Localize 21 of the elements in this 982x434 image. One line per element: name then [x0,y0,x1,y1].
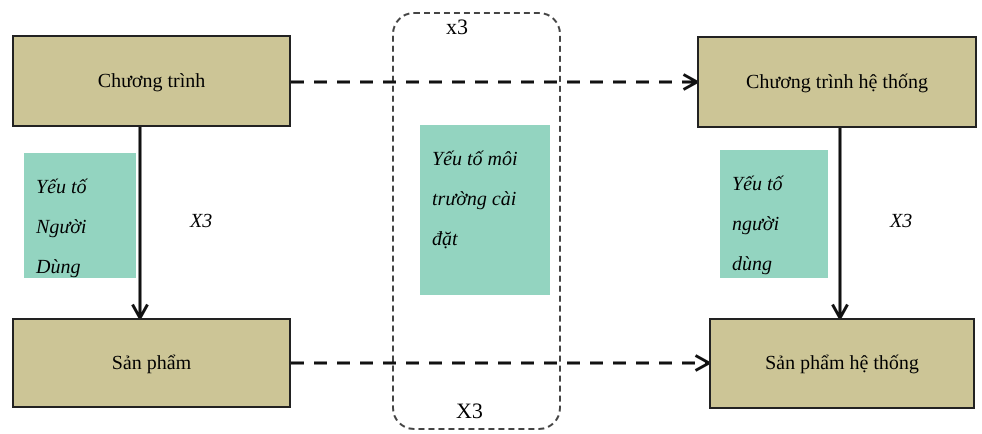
node-label: Sản phẩm [112,352,192,374]
arrow [831,128,849,320]
note-box [420,125,550,295]
node-label: Chương trình hệ thống [746,70,928,94]
arrow [131,127,149,320]
node-label: Chương trình [98,70,206,92]
node-label: Yếu tố Người Dùng [36,176,87,278]
process-box [709,318,975,409]
process-box [12,35,291,127]
arrow [291,354,710,372]
frame-label: X3 [456,398,483,424]
note-box [720,150,828,278]
node-label: Sản phẩm hệ thống [765,352,919,375]
process-box [697,36,977,128]
frame-label: x3 [446,14,468,40]
node-label: Yếu tố môi trường cài đặt [432,148,518,250]
node-label: Yếu tố người dùng [732,173,783,275]
process-box [12,318,291,408]
dashed-frame [392,12,561,430]
arrow [291,73,698,91]
note-box [24,153,136,278]
